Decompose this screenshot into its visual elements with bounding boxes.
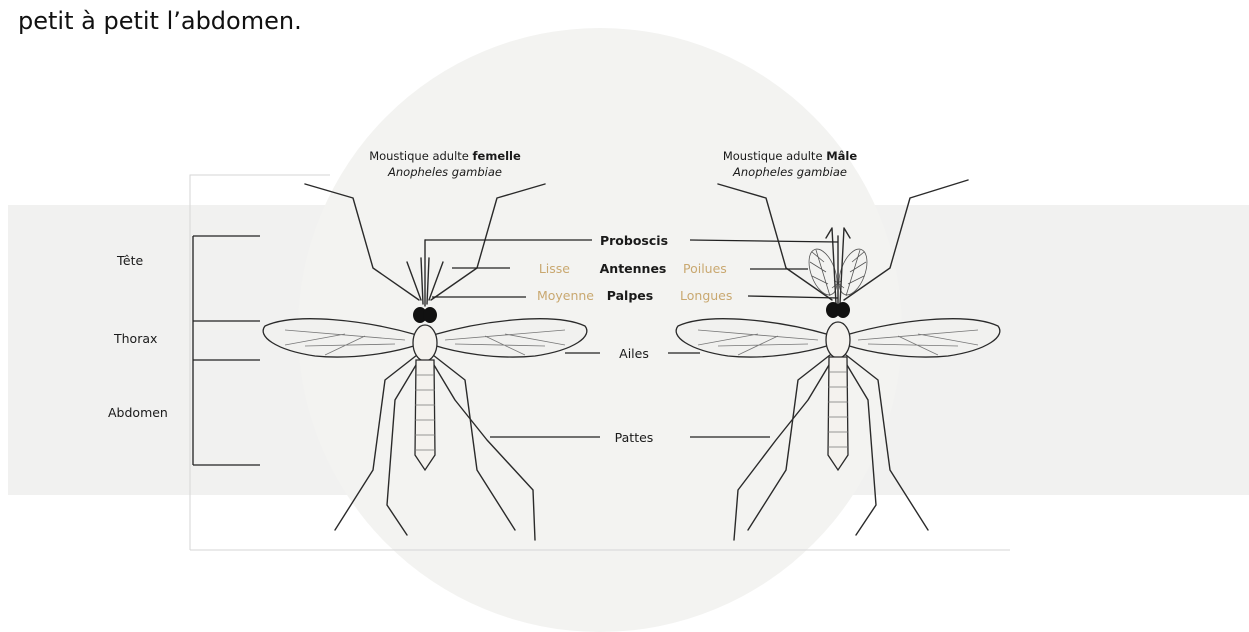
label-proboscis: Proboscis: [600, 233, 668, 248]
label-head: Tête: [116, 253, 143, 268]
female-abdomen: [415, 360, 435, 470]
female-thorax: [413, 325, 437, 361]
female-palps-trait: Moyenne: [537, 288, 594, 303]
male-abdomen: [828, 357, 848, 470]
label-wings: Ailes: [619, 346, 649, 361]
female-title: Moustique adulte femelle: [369, 149, 521, 163]
female-species: Anopheles gambiae: [387, 165, 502, 179]
label-legs: Pattes: [615, 430, 654, 445]
label-antennae: Antennes: [600, 261, 667, 276]
label-abdomen: Abdomen: [108, 405, 168, 420]
male-palps-trait: Longues: [680, 288, 732, 303]
female-eye-right: [423, 307, 437, 323]
female-antennae-trait: Lisse: [539, 261, 570, 276]
male-antennae-trait: Poilues: [683, 261, 727, 276]
label-thorax: Thorax: [113, 331, 157, 346]
label-palps: Palpes: [607, 288, 653, 303]
male-species: Anopheles gambiae: [732, 165, 847, 179]
male-eye-right: [836, 302, 850, 318]
male-title: Moustique adulte Mâle: [723, 149, 857, 163]
male-thorax: [826, 322, 850, 358]
